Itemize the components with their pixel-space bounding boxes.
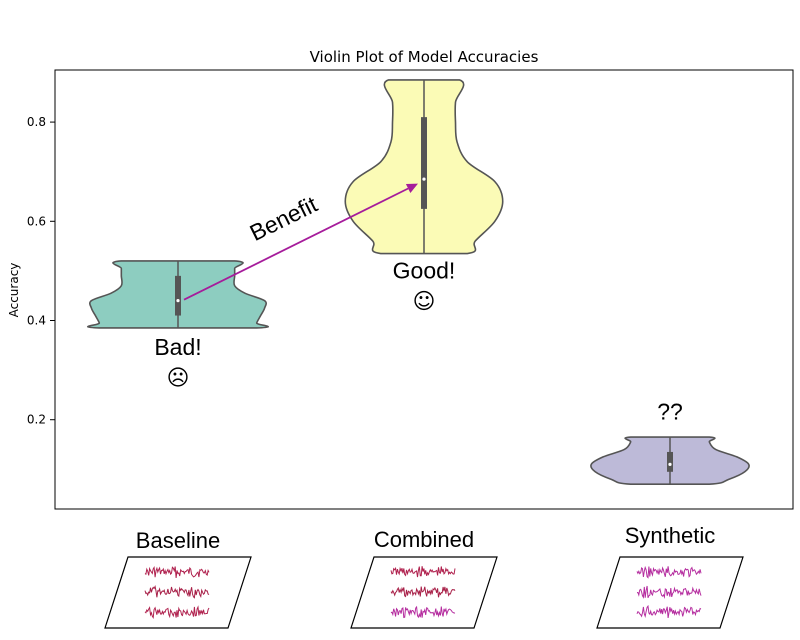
y-tick-label-2: 0.6	[27, 214, 46, 228]
annotation-face-icon-0: ☹	[167, 366, 190, 391]
plot-frame	[54, 69, 794, 510]
waveform-icon-0-0	[144, 566, 210, 578]
violin-combined	[344, 79, 504, 255]
waveform-icon-1-0	[390, 566, 456, 578]
waveform-icon-2-1	[636, 585, 702, 599]
y-axis-label: Accuracy	[7, 263, 21, 318]
violin-iqr-box-1	[421, 117, 427, 209]
chart-title: Violin Plot of Model Accuracies	[310, 48, 539, 66]
annotation-text-2: ??	[657, 399, 683, 425]
category-label-synthetic: Synthetic	[625, 523, 716, 548]
annotation-face-icon-1: ☺	[413, 289, 436, 314]
waveform-thumbnails	[104, 556, 744, 629]
thumbnail-baseline	[104, 556, 252, 629]
violin-group	[87, 79, 750, 485]
thumbnail-synthetic	[596, 556, 744, 629]
y-axis: 0.2 0.4 0.6 0.8	[27, 115, 55, 427]
waveform-icon-2-2	[636, 604, 702, 618]
waveform-icon-2-0	[636, 565, 702, 579]
violin-iqr-box-0	[175, 275, 181, 316]
y-tick-label-1: 0.4	[27, 314, 46, 328]
category-label-combined: Combined	[374, 527, 474, 552]
violin-synthetic	[590, 436, 750, 485]
violin-median-1	[422, 177, 426, 181]
benefit-arrow-head-icon	[405, 183, 418, 193]
y-tick-label-3: 0.8	[27, 115, 46, 129]
benefit-arrow-shaft	[183, 187, 409, 301]
violin-median-2	[668, 462, 672, 466]
thumbnail-frame-1	[350, 556, 498, 629]
waveform-icon-1-1	[390, 586, 456, 598]
waveform-icon-1-2	[390, 605, 456, 619]
violin-baseline	[87, 260, 269, 329]
thumbnail-combined	[350, 556, 498, 629]
annotation-text-1: Good!	[393, 257, 456, 283]
violin-iqr-box-2	[667, 451, 673, 472]
y-tick-label-0: 0.2	[27, 413, 46, 427]
thumbnail-frame-0	[104, 556, 252, 629]
waveform-icon-0-1	[144, 584, 210, 599]
category-label-baseline: Baseline	[136, 528, 220, 553]
violin-median-0	[176, 299, 180, 303]
annotation-text-0: Bad!	[154, 334, 201, 360]
waveform-icon-0-2	[144, 605, 210, 620]
category-labels: Baseline Combined Synthetic	[136, 523, 715, 553]
annotation-group: Bad! ☹ Good! ☺??	[154, 257, 682, 424]
